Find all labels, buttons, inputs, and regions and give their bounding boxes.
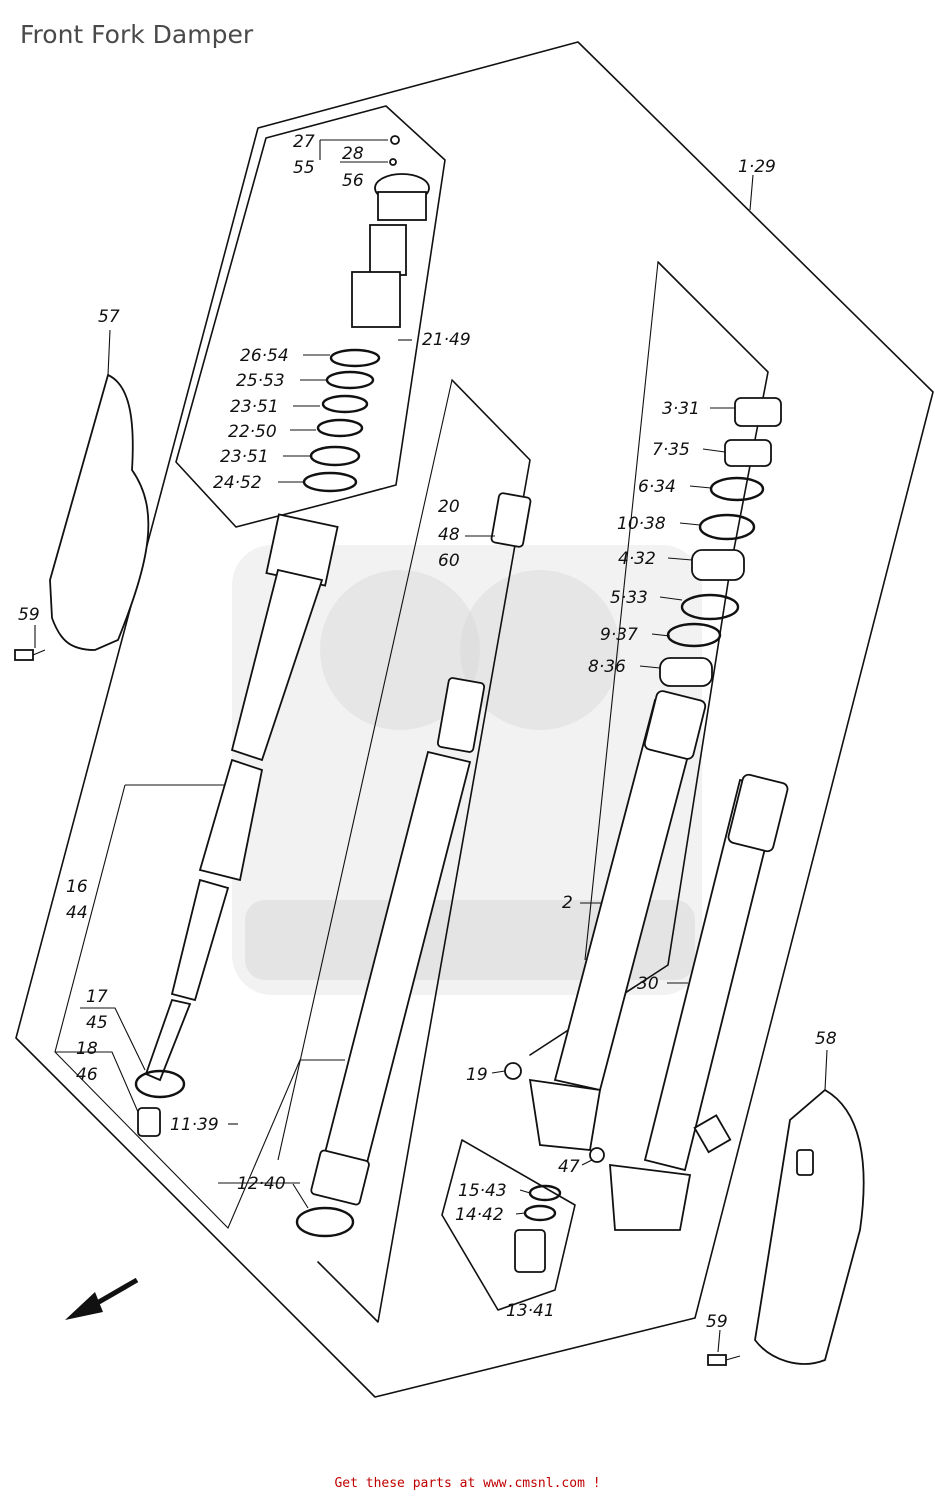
callout-16: 16 — [66, 877, 88, 897]
inner-tube — [609, 773, 789, 1231]
callout-27: 27 — [293, 132, 315, 152]
bolt-59-right — [707, 1354, 741, 1366]
callout-15-43: 15·43 — [458, 1181, 507, 1201]
bottom-valve-box — [441, 1139, 576, 1311]
left-fork-guard — [49, 373, 150, 651]
callout-23-51-b: 23·51 — [220, 447, 269, 467]
callout-1-29: 1·29 — [738, 157, 776, 177]
bolt-59-left — [14, 649, 46, 661]
callout-60: 60 — [438, 551, 460, 571]
callout-13-41: 13·41 — [506, 1301, 555, 1321]
page-title: Front Fork Damper — [20, 20, 254, 49]
spring-group-outline — [317, 379, 531, 1323]
callout-55: 55 — [293, 158, 315, 178]
callout-21-49: 21·49 — [422, 330, 471, 350]
bottom-valve-parts — [514, 1184, 562, 1273]
callout-30: 30 — [637, 974, 659, 994]
callout-14-42: 14·42 — [455, 1205, 504, 1225]
callout-19: 19 — [466, 1065, 488, 1085]
damper-rod — [134, 513, 339, 1137]
callout-6-34: 6·34 — [638, 477, 676, 497]
callout-44: 44 — [66, 903, 88, 923]
callout-28: 28 — [342, 144, 364, 164]
leader-lines — [34, 139, 828, 1353]
callout-59-right: 59 — [706, 1312, 728, 1332]
callout-2: 2 — [562, 893, 573, 913]
callout-47: 47 — [558, 1157, 580, 1177]
callout-58: 58 — [815, 1029, 837, 1049]
callout-45: 45 — [86, 1013, 108, 1033]
cartridge-parts — [302, 135, 430, 493]
callout-4-32: 4·32 — [618, 549, 656, 569]
callout-9-37: 9·37 — [600, 625, 638, 645]
callout-12-40: 12·40 — [237, 1174, 286, 1194]
bolt-47 — [589, 1147, 605, 1163]
callout-5-33: 5·33 — [610, 588, 648, 608]
seal-stack — [659, 397, 782, 687]
callout-48: 48 — [438, 525, 460, 545]
callout-labels: 1·29 2 3·31 7·35 6·34 10·38 4·32 5·33 9·… — [18, 132, 837, 1332]
callout-10-38: 10·38 — [617, 514, 666, 534]
callout-24-52: 24·52 — [213, 473, 262, 493]
callout-23-51-a: 23·51 — [230, 397, 279, 417]
callout-11-39: 11·39 — [170, 1115, 219, 1135]
bolt-19 — [504, 1062, 522, 1080]
front-direction-arrow — [65, 1277, 139, 1320]
callout-3-31: 3·31 — [662, 399, 700, 419]
callout-18: 18 — [76, 1039, 98, 1059]
parts-link-footer[interactable]: Get these parts at www.cmsnl.com ! — [334, 1476, 601, 1491]
callout-20: 20 — [438, 497, 460, 517]
spring-20 — [436, 492, 532, 753]
callout-25-53: 25·53 — [236, 371, 285, 391]
outer-tube — [528, 690, 707, 1151]
cartridge-subassembly-box — [175, 105, 446, 528]
callout-8-36: 8·36 — [588, 657, 626, 677]
callout-17: 17 — [86, 987, 108, 1007]
callout-7-35: 7·35 — [652, 440, 690, 460]
assembly-outline — [15, 41, 934, 1398]
callout-22-50: 22·50 — [228, 422, 277, 442]
callout-26-54: 26·54 — [240, 346, 289, 366]
callout-46: 46 — [76, 1065, 98, 1085]
right-fork-guard — [754, 1088, 865, 1365]
callout-57: 57 — [98, 307, 120, 327]
callout-59-left: 59 — [18, 605, 40, 625]
callout-56: 56 — [342, 171, 364, 191]
